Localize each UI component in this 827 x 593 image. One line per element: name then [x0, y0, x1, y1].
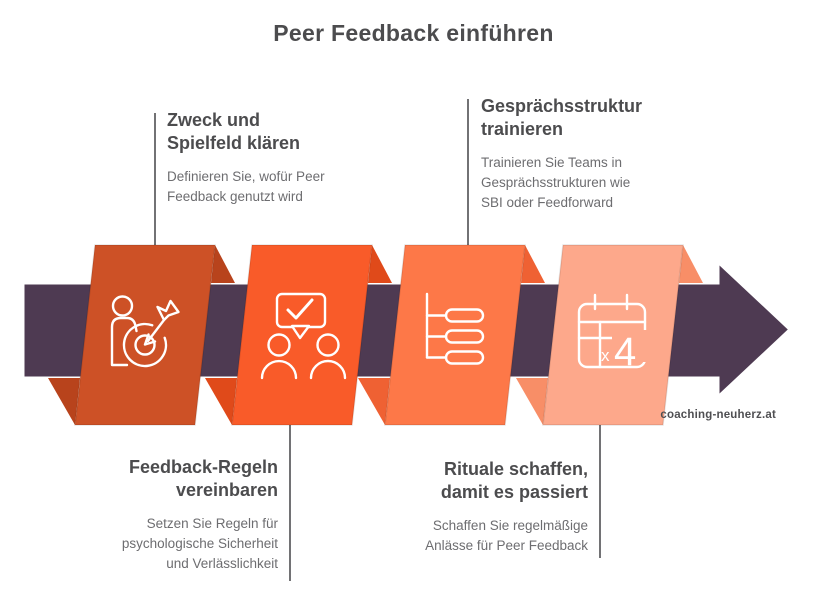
step-2-heading-line-2: vereinbaren — [175, 480, 278, 500]
step-1-heading-line-2: Spielfeld klären — [167, 133, 301, 153]
step-4-heading: Rituale schaffen, damit es passiert — [425, 458, 588, 504]
page-title: Peer Feedback einführen — [273, 20, 554, 46]
hierarchy-structure-icon — [425, 292, 485, 365]
step-3-heading-line-1: Gesprächsstruktur — [481, 96, 643, 116]
step-2-body-line-1: Setzen Sie Regeln für — [146, 516, 278, 531]
ribbon-2-fold-top — [368, 245, 392, 283]
step-2-body-line-3: und Verlässlichkeit — [166, 556, 278, 571]
ribbon-1-fold-bottom — [48, 378, 80, 425]
step-3-body-line-2: Gesprächsstrukturen wie — [481, 175, 631, 190]
ribbon-step-4: x 4 — [516, 244, 703, 426]
step-1-body-line-1: Definieren Sie, wofür Peer — [167, 169, 325, 184]
step-3-description: Trainieren Sie Teams in Gesprächsstruktu… — [481, 153, 642, 213]
step-3-heading-line-2: trainieren — [481, 119, 564, 139]
step-4-label-block: Rituale schaffen, damit es passiert Scha… — [425, 458, 588, 556]
step-1-label-block: Zweck und Spielfeld klären Definieren Si… — [167, 109, 325, 207]
ribbon-3-fold-bottom — [358, 378, 390, 425]
ribbon-step-1 — [48, 244, 235, 426]
calendar-text-backdrop — [612, 330, 648, 362]
step-2-label-block: Feedback-Regeln vereinbaren Setzen Sie R… — [122, 456, 278, 574]
step-3-label-block: Gesprächsstruktur trainieren Trainieren … — [481, 95, 642, 213]
calendar-multiplier-x: x — [601, 346, 610, 365]
step-2-body-line-2: psychologische Sicherheit — [121, 536, 278, 551]
step-2-heading: Feedback-Regeln vereinbaren — [122, 456, 278, 502]
watermark: coaching-neuherz.at — [660, 409, 776, 421]
step-1-heading-line-1: Zweck und — [167, 110, 261, 130]
step-4-body-line-2: Anlässe für Peer Feedback — [425, 538, 588, 553]
step-1-body-line-2: Feedback genutzt wird — [167, 189, 303, 204]
ribbon-4-fold-top — [679, 245, 703, 283]
step-2-description: Setzen Sie Regeln für psychologische Sic… — [122, 514, 278, 574]
person-target-icon — [110, 295, 180, 368]
ribbon-step-2 — [205, 244, 392, 426]
ribbon-step-3 — [358, 244, 545, 426]
step-4-body-line-1: Schaffen Sie regelmäßige — [432, 518, 588, 533]
ribbon-3-fold-top — [521, 245, 545, 283]
step-4-heading-line-2: damit es passiert — [440, 482, 588, 502]
calendar-x4-icon: x 4 — [577, 293, 648, 374]
calendar-multiplier-count: 4 — [614, 330, 636, 374]
step-2-heading-line-1: Feedback-Regeln — [128, 457, 278, 477]
ribbon-1-fold-top — [211, 245, 235, 283]
step-3-body-line-3: SBI oder Feedforward — [481, 195, 614, 210]
step-3-body-line-1: Trainieren Sie Teams in — [481, 155, 623, 170]
step-4-description: Schaffen Sie regelmäßige Anlässe für Pee… — [425, 516, 588, 556]
ribbon-4-fold-bottom — [516, 378, 548, 425]
ribbon-2-fold-bottom — [205, 378, 237, 425]
step-4-heading-line-1: Rituale schaffen, — [443, 459, 588, 479]
step-3-heading: Gesprächsstruktur trainieren — [481, 95, 642, 141]
step-1-description: Definieren Sie, wofür Peer Feedback genu… — [167, 167, 325, 207]
ribbon-3-face — [384, 244, 526, 426]
feedback-bubble-people-icon — [260, 292, 347, 380]
step-1-heading: Zweck und Spielfeld klären — [167, 109, 325, 155]
